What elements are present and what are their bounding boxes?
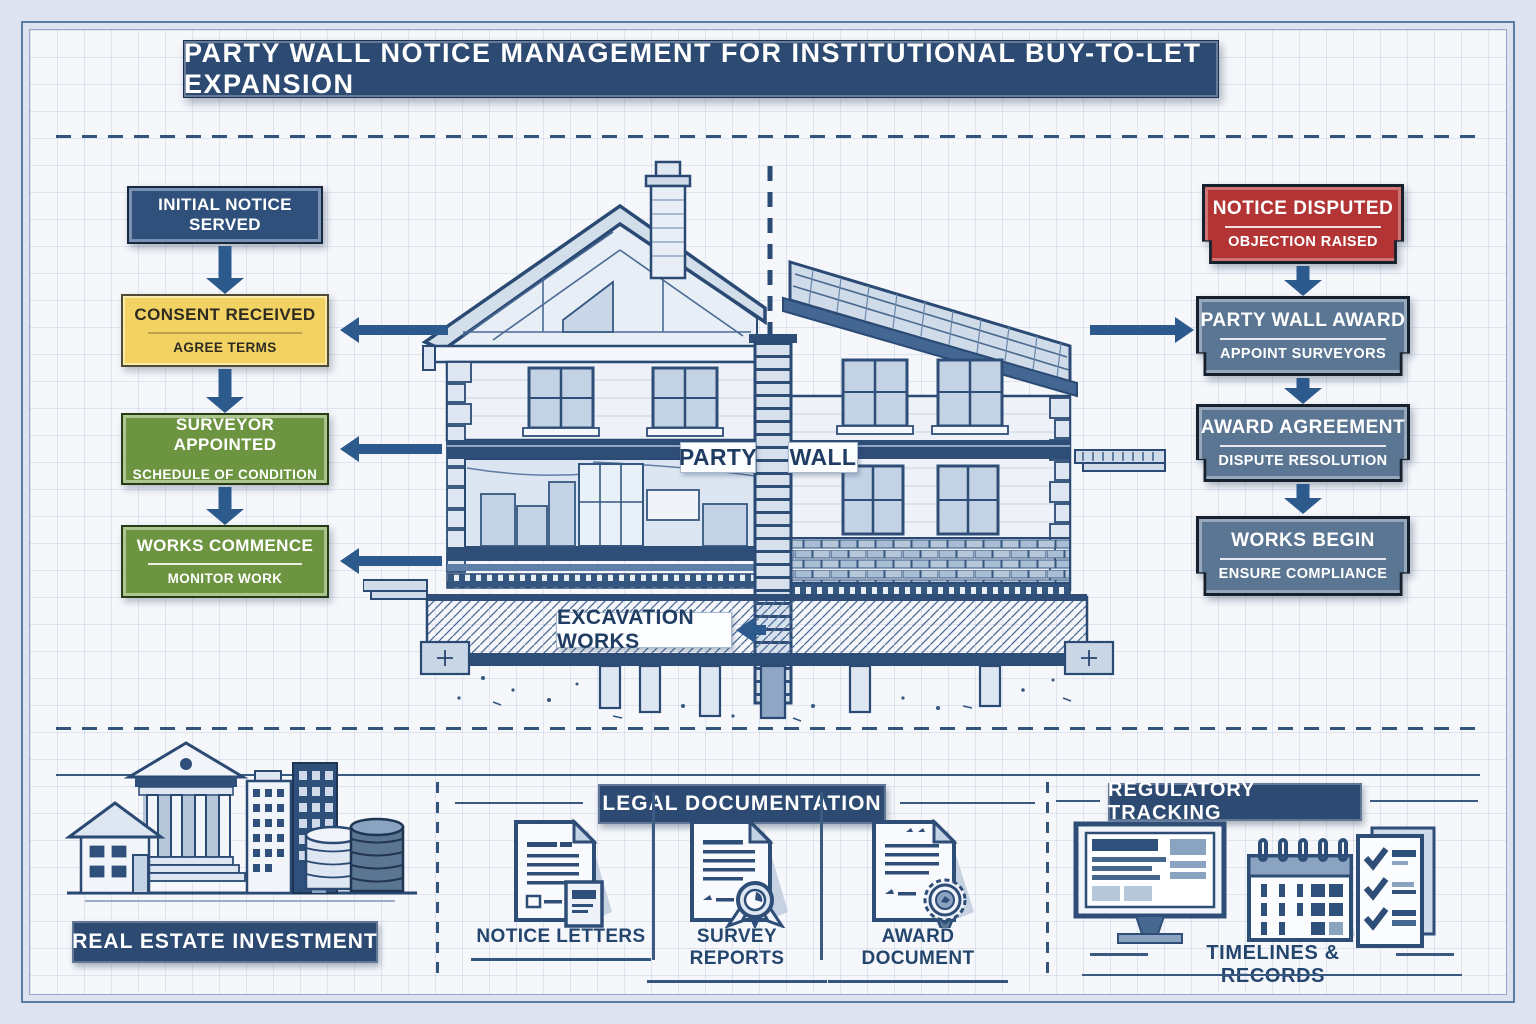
divider (1219, 558, 1387, 560)
flow-step-subtitle: MONITOR WORK (167, 570, 283, 586)
page-title: PARTY WALL NOTICE MANAGEMENT FOR INSTITU… (183, 38, 1219, 99)
doc-separator (652, 792, 655, 960)
arrow-down-icon (205, 246, 245, 294)
header-flank-line (455, 802, 583, 804)
top-dashed-divider (56, 135, 1480, 138)
flow-step-award-agreement: AWARD AGREEMENT DISPUTE RESOLUTION (1196, 404, 1410, 482)
flow-step-subtitle: AGREE TERMS (173, 339, 277, 355)
arrow-down-icon (1283, 266, 1323, 296)
excavation-works-label: EXCAVATION WORKS (556, 606, 732, 653)
flow-step-title: WORKS COMMENCE (136, 536, 314, 556)
flow-step-notice-disputed: NOTICE DISPUTED OBJECTION RAISED (1202, 184, 1404, 264)
real-estate-investment-banner: REAL ESTATE INVESTMENT (72, 921, 378, 963)
notice-letters-label: NOTICE LETTERS (471, 926, 651, 961)
divider (1219, 338, 1387, 340)
survey-reports-label: SURVEY REPORTS (647, 926, 827, 983)
divider (1224, 226, 1382, 228)
regulatory-tracking-header: REGULATORY TRACKING (1108, 779, 1362, 824)
bottom-dashed-divider (56, 727, 1480, 730)
label-flank-dash (1396, 953, 1454, 956)
section-separator (436, 782, 439, 978)
award-document-label: AWARD DOCUMENT (828, 926, 1008, 983)
header-flank-line (900, 802, 1035, 804)
arrow-left-icon (340, 317, 448, 343)
flow-step-title: AWARD AGREEMENT (1200, 417, 1406, 438)
buildings-and-coins-illustration (64, 741, 417, 902)
header-flank-line (1370, 800, 1478, 802)
flow-step-title: NOTICE DISPUTED (1212, 198, 1394, 219)
flow-step-subtitle: ENSURE COMPLIANCE (1218, 566, 1388, 582)
arrow-left-icon (340, 548, 442, 574)
flow-step-consent-received: CONSENT RECEIVED AGREE TERMS (121, 294, 329, 367)
flow-step-surveyor-appointed: SURVEYOR APPOINTED SCHEDULE OF CONDITION (121, 413, 329, 485)
survey-reports-seal-document-icon (690, 818, 788, 928)
flow-step-initial-notice: INITIAL NOTICE SERVED (127, 186, 323, 244)
flow-step-subtitle: APPOINT SURVEYORS (1219, 346, 1387, 362)
flow-step-party-wall-award: PARTY WALL AWARD APPOINT SURVEYORS (1196, 296, 1410, 376)
award-document-medal-icon (872, 818, 974, 928)
arrow-left-icon (340, 436, 442, 462)
section-separator (1046, 782, 1049, 978)
notice-letters-document-icon (514, 818, 612, 928)
flow-step-title: INITIAL NOTICE SERVED (158, 194, 292, 234)
monitor-icon (1073, 821, 1227, 944)
excavation-arrow-icon (736, 617, 766, 643)
flow-step-title: CONSENT RECEIVED (134, 305, 316, 325)
legal-documentation-header: LEGAL DOCUMENTATION (598, 784, 886, 824)
flow-step-subtitle: DISPUTE RESOLUTION (1218, 453, 1388, 469)
arrow-right-icon (1090, 317, 1194, 343)
divider (147, 562, 303, 565)
timelines-records-label: TIMELINES & RECORDS (1206, 942, 1340, 987)
party-wall-label-left: PARTY (679, 442, 757, 473)
calendar-icon (1247, 838, 1355, 942)
divider (1219, 445, 1387, 447)
arrow-down-icon (1283, 378, 1323, 404)
flow-step-works-commence: WORKS COMMENCE MONITOR WORK (121, 525, 329, 598)
label-underline (1082, 974, 1462, 976)
party-wall-label-right: WALL (788, 442, 858, 473)
flow-step-works-begin: WORKS BEGIN ENSURE COMPLIANCE (1196, 516, 1410, 596)
flow-step-title: PARTY WALL AWARD (1200, 310, 1406, 331)
bottom-panel-top-line (56, 774, 1480, 776)
label-flank-dash (1090, 953, 1148, 956)
party-wall-house-cross-section-illustration (363, 160, 1166, 722)
doc-separator (820, 792, 823, 960)
header-flank-line (1056, 800, 1100, 802)
arrow-down-icon (205, 369, 245, 413)
divider (147, 331, 303, 334)
flow-step-subtitle: SCHEDULE OF CONDITION (132, 467, 318, 483)
arrow-down-icon (205, 487, 245, 525)
checklist-icon (1356, 826, 1436, 948)
flow-step-title: SURVEYOR APPOINTED (173, 414, 277, 454)
flow-step-title: WORKS BEGIN (1231, 530, 1375, 551)
arrow-down-icon (1283, 484, 1323, 514)
flow-step-subtitle: OBJECTION RAISED (1228, 234, 1378, 250)
outer-frame (21, 21, 1515, 1003)
